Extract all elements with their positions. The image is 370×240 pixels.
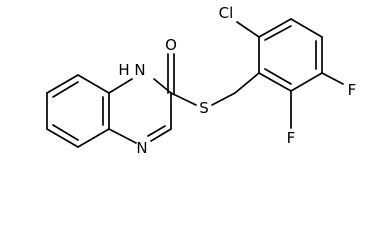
fluorine-label-top: F [348,81,357,99]
benzo-ring [46,74,110,148]
thioether-linker [170,72,260,106]
carbonyl-bond [167,53,175,94]
amide-hydrogen-label: H [118,61,129,79]
oxygen-label: O [165,36,177,54]
fluorine-label-bottom: F [287,129,296,147]
amide-nitrogen-label: N [134,61,145,79]
phenyl-ring [258,18,323,92]
sulfur-label: S [199,99,209,117]
pyrazinone-ring [108,78,172,144]
structure-diagram: O H N N S Cl F F [46,4,357,157]
substituent-bonds [236,21,344,129]
chlorine-label: Cl [219,4,234,22]
ring-nitrogen-label: N [136,139,147,157]
